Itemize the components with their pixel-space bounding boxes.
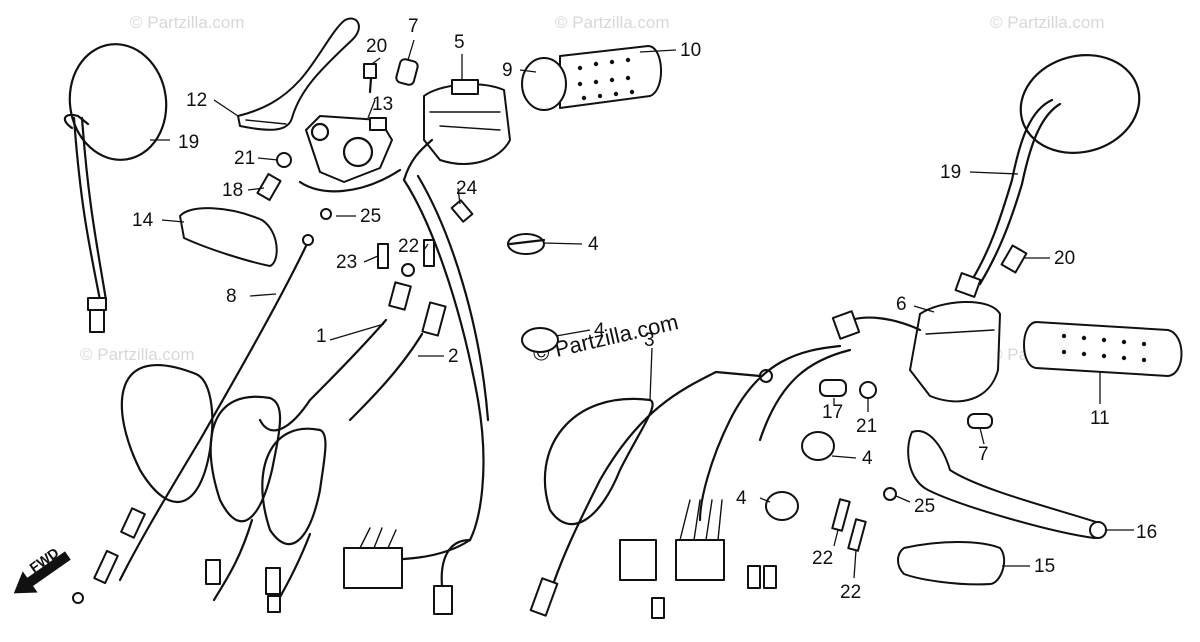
- label-9: 9: [502, 60, 513, 81]
- screws-right: [831, 487, 897, 552]
- label-4: 4: [588, 234, 599, 255]
- left-harness: [343, 174, 490, 615]
- label-5: 5: [454, 32, 465, 53]
- label-17: 17: [822, 402, 843, 423]
- clamp-upper: [507, 233, 546, 255]
- right-grip: [1023, 321, 1183, 377]
- right-cable: [529, 369, 773, 617]
- label-12: 12: [186, 90, 207, 111]
- label-15: 15: [1034, 556, 1055, 577]
- label-25: 25: [360, 206, 381, 227]
- clutch-lever: [237, 17, 360, 131]
- label-25: 25: [914, 496, 935, 517]
- right-harness: [619, 344, 852, 619]
- label-18: 18: [222, 180, 243, 201]
- label-19: 19: [940, 162, 961, 183]
- lever-holder: [256, 115, 402, 220]
- label-20: 20: [1054, 248, 1075, 269]
- label-16: 16: [1136, 522, 1157, 543]
- leader-lines: [150, 39, 1134, 579]
- label-2: 2: [448, 346, 459, 367]
- label-19: 19: [178, 132, 199, 153]
- left-switch-housing: [402, 79, 511, 182]
- brake-lever: [907, 430, 1107, 539]
- label-24: 24: [456, 178, 478, 199]
- label-13: 13: [372, 94, 393, 115]
- part-labels: 20 7 5 9 10 12 13 19 21 18 25 24 14 4 23…: [132, 16, 1157, 603]
- label-22: 22: [840, 582, 861, 603]
- screw-right: [1000, 244, 1028, 274]
- label-21: 21: [234, 148, 255, 169]
- label-10: 10: [680, 40, 701, 61]
- small-parts-top-left: [363, 58, 419, 94]
- right-mirror: [954, 54, 1141, 298]
- screws-top: [377, 199, 474, 277]
- label-7: 7: [978, 444, 989, 465]
- watermark: © Partzilla.com: [130, 13, 245, 32]
- label-23: 23: [336, 252, 357, 273]
- label-4: 4: [862, 448, 873, 469]
- right-switch-housing: [831, 301, 1001, 403]
- label-11: 11: [1090, 408, 1110, 429]
- label-14: 14: [132, 210, 154, 231]
- throttle-cables: [205, 281, 447, 613]
- watermark: © Partzilla.com: [80, 345, 195, 364]
- label-8: 8: [226, 286, 237, 307]
- lever-cover-right: [897, 541, 1006, 586]
- label-4: 4: [594, 320, 605, 341]
- label-3: 3: [644, 330, 655, 351]
- right-small-parts: [819, 379, 993, 429]
- label-20: 20: [366, 36, 387, 57]
- left-grip: [521, 45, 663, 111]
- label-21: 21: [856, 416, 877, 437]
- label-22: 22: [812, 548, 833, 569]
- label-7: 7: [408, 16, 419, 37]
- fwd-arrow: FWD: [13, 544, 71, 594]
- label-4: 4: [736, 488, 747, 509]
- clamp-right-lower: [765, 491, 799, 521]
- label-1: 1: [316, 326, 327, 347]
- clutch-cable: [72, 234, 314, 604]
- left-mirror: [63, 43, 168, 333]
- clamp-right-upper: [801, 431, 835, 461]
- label-6: 6: [896, 294, 907, 315]
- lever-cover: [179, 207, 278, 267]
- watermark: © Partzilla.com: [555, 13, 670, 32]
- watermark: © Partzilla.com: [990, 13, 1105, 32]
- clamp-mid: [521, 327, 559, 353]
- label-22: 22: [398, 236, 419, 257]
